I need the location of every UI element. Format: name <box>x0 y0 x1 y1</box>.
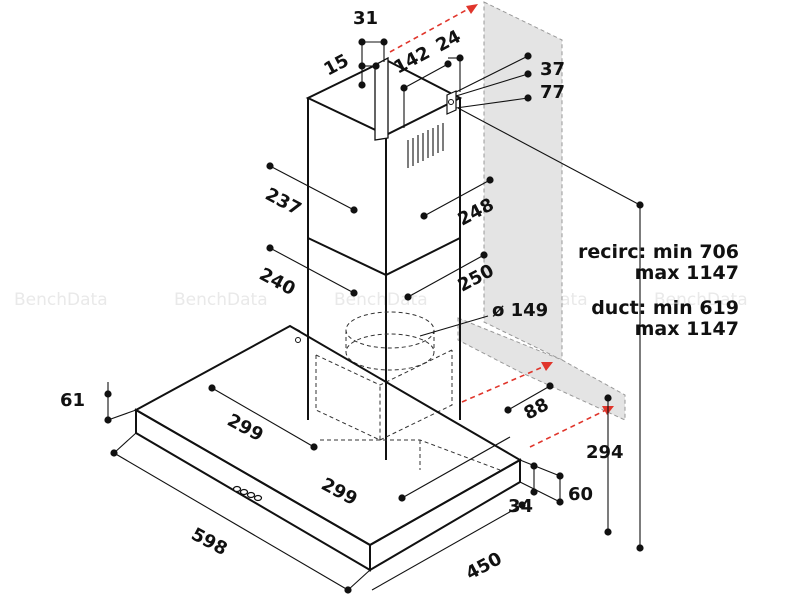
dim-24: 24 <box>432 26 464 56</box>
dim-294: 294 <box>586 442 624 463</box>
watermark: BenchData <box>654 290 748 310</box>
vent-grille-icon <box>407 123 444 168</box>
recirc-max: max 1147 <box>635 262 739 284</box>
screw-icon <box>448 99 454 105</box>
dimension-lines <box>104 38 644 594</box>
duct-min: duct: min 619 <box>591 297 739 319</box>
recirc-min: recirc: min 706 <box>578 241 739 263</box>
dim-31: 31 <box>353 8 378 29</box>
wall <box>457 1 626 421</box>
button-icon <box>253 494 263 502</box>
red-arrow-middle <box>461 365 546 403</box>
wall-floor-panel <box>457 317 626 421</box>
dim-60: 60 <box>568 484 593 505</box>
dim-299-right: 299 <box>318 474 361 510</box>
dim-37: 37 <box>540 59 565 80</box>
duct-ring <box>345 311 435 349</box>
duct-max: max 1147 <box>635 318 739 340</box>
canopy-top <box>133 324 523 547</box>
duct-ring-lower <box>345 333 435 371</box>
motor-box-side <box>379 350 453 441</box>
motor-box-top <box>315 349 453 386</box>
dim-88: 88 <box>520 394 552 424</box>
red-arrow-top <box>389 7 471 53</box>
height-notes: recirc: min 706 max 1147 duct: min 619 m… <box>578 241 739 340</box>
motor-hidden <box>315 311 501 471</box>
dim-598: 598 <box>188 524 231 560</box>
watermark: BenchData <box>334 290 428 310</box>
watermark: BenchData <box>14 290 108 310</box>
button-icon <box>246 491 256 499</box>
watermark: BenchData <box>174 290 268 310</box>
button-icon <box>239 488 249 496</box>
dim-15: 15 <box>320 50 352 80</box>
dim-450: 450 <box>462 548 505 584</box>
dim-diameter-149: ø 149 <box>492 300 548 321</box>
arrowhead-icon <box>541 362 553 371</box>
light-icon <box>295 337 301 343</box>
dim-77: 77 <box>540 82 565 103</box>
chimney-upper <box>305 56 463 275</box>
arrowhead-icon <box>466 4 478 14</box>
button-icon <box>232 485 242 493</box>
chimney-joint <box>307 237 461 277</box>
control-buttons <box>232 485 263 502</box>
dim-61: 61 <box>60 390 85 411</box>
dim-34: 34 <box>508 496 533 517</box>
canopy-hidden-edge <box>320 439 501 471</box>
mounting-bracket <box>374 56 389 141</box>
dim-237: 237 <box>262 184 305 220</box>
